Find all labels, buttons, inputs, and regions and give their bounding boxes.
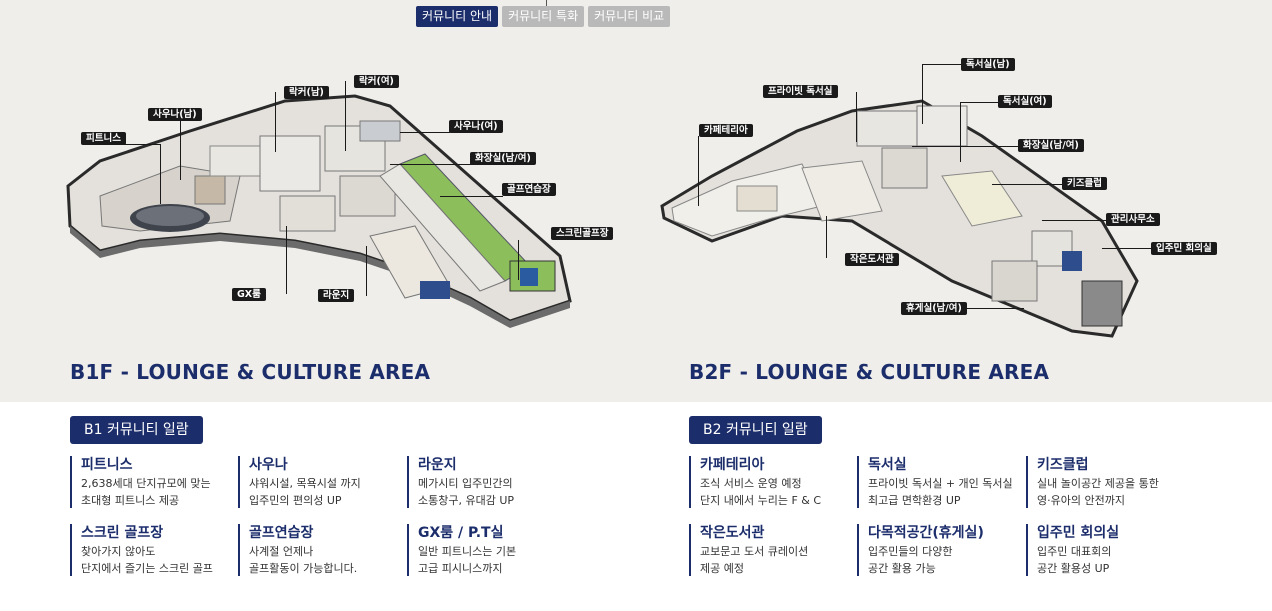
b2-feature-item: 작은도서관 교보문고 도서 큐레이션 제공 예정: [689, 524, 849, 576]
feature-desc-line: 실내 놀이공간 제공을 통한: [1037, 477, 1159, 490]
b1-floor-title: B1F - LOUNGE & CULTURE AREA: [70, 360, 431, 384]
label-golf-practice: 골프연습장: [502, 183, 556, 196]
b2-kids-club: [941, 170, 1023, 227]
tab-community-compare[interactable]: 커뮤니티 비교: [588, 6, 671, 27]
label-fitness: 피트니스: [81, 132, 126, 145]
label-screen-golf: 스크린골프장: [551, 227, 614, 240]
label-rest-room: 휴게실(남/여): [901, 302, 967, 315]
b2-feature-item: 입주민 회의실 입주민 대표회의 공간 활용성 UP: [1026, 524, 1186, 576]
b1-lounge: [369, 225, 451, 299]
tab-community-special[interactable]: 커뮤니티 특화: [502, 6, 585, 27]
b2-library: [801, 160, 883, 222]
b1-floorplan: 피트니스 사우나(남) 락커(남) 락커(여) 사우나(여) 화장실(남/여) …: [40, 36, 640, 346]
feature-desc-line: 제공 예정: [700, 562, 744, 575]
feature-title: 카페테리아: [700, 457, 765, 473]
feature-desc-line: 메가시티 입주민간의: [418, 477, 513, 490]
feature-desc-line: 초대형 피트니스 제공: [81, 494, 180, 507]
feature-title: 피트니스: [81, 457, 133, 473]
b1-feature-item: 사우나 샤워시설, 목욕시설 까지 입주민의 편의성 UP: [238, 456, 398, 508]
feature-desc-line: 일반 피트니스는 기본: [418, 545, 517, 558]
b1-summary-badge: B1 커뮤니티 일람: [70, 416, 203, 444]
feature-desc-line: 소통창구, 유대감 UP: [418, 494, 515, 507]
feature-desc-line: 입주민들의 다양한: [868, 545, 953, 558]
tab-bar: 커뮤니티 안내 커뮤니티 특화 커뮤니티 비교: [416, 6, 671, 27]
tab-community-info[interactable]: 커뮤니티 안내: [416, 6, 499, 27]
feature-desc-line: 2,638세대 단지규모에 맞는: [81, 477, 211, 490]
b1-fitness-zone: [99, 145, 261, 232]
label-locker-female: 락커(여): [354, 75, 399, 88]
feature-title: 작은도서관: [700, 525, 765, 541]
b1-feature-item: 스크린 골프장 찾아가지 않아도 단지에서 즐기는 스크린 골프: [70, 524, 230, 576]
feature-desc-line: 최고급 면학환경 UP: [868, 494, 961, 507]
label-locker-male: 락커(남): [284, 86, 329, 99]
b1-feature-item: 골프연습장 사계절 언제나 골프활동이 가능합니다.: [238, 524, 398, 576]
feature-desc-line: 프라이빗 독서실 + 개인 독서실: [868, 477, 1013, 490]
feature-desc-line: 교보문고 도서 큐레이션: [700, 545, 809, 558]
feature-desc-line: 입주민의 편의성 UP: [249, 494, 342, 507]
feature-title: GX룸 / P.T실: [418, 525, 504, 541]
feature-desc-line: 사계절 언제나: [249, 545, 314, 558]
label-sauna-male: 사우나(남): [148, 108, 202, 121]
tab-connector-line: [546, 0, 547, 6]
feature-desc-line: 공간 활용성 UP: [1037, 562, 1110, 575]
feature-desc-line: 단지 내에서 누리는 F & C: [700, 494, 822, 507]
feature-desc-line: 골프활동이 가능합니다.: [249, 562, 358, 575]
b2-cafeteria: [671, 163, 823, 237]
feature-title: 독서실: [868, 457, 907, 473]
feature-desc-line: 샤워시설, 목욕시설 까지: [249, 477, 361, 490]
b2-office: [1031, 230, 1082, 271]
label-library: 작은도서관: [845, 253, 899, 266]
feature-desc-line: 찾아가지 않아도: [81, 545, 156, 558]
label-restroom-b2: 화장실(남/여): [1018, 139, 1084, 152]
b1-feature-item: 라운지 메가시티 입주민간의 소통창구, 유대감 UP: [407, 456, 567, 508]
b2-feature-item: 카페테리아 조식 서비스 운영 예정 단지 내에서 누리는 F & C: [689, 456, 849, 508]
b2-rest-rooms: [991, 260, 1123, 327]
feature-title: 키즈클럽: [1037, 457, 1089, 473]
label-cafeteria: 카페테리아: [699, 124, 753, 137]
b2-feature-item: 다목적공간(휴게실) 입주민들의 다양한 공간 활용 가능: [857, 524, 1017, 576]
b2-feature-item: 독서실 프라이빗 독서실 + 개인 독서실 최고급 면학환경 UP: [857, 456, 1017, 508]
label-private-reading: 프라이빗 독서실: [763, 85, 838, 98]
b2-floorplan-drawing: [660, 99, 1139, 338]
b1-feature-item: 피트니스 2,638세대 단지규모에 맞는 초대형 피트니스 제공: [70, 456, 230, 508]
feature-desc-line: 단지에서 즐기는 스크린 골프: [81, 562, 213, 575]
feature-title: 라운지: [418, 457, 457, 473]
label-office: 관리사무소: [1106, 213, 1160, 226]
label-sauna-female: 사우나(여): [449, 120, 503, 133]
feature-title: 다목적공간(휴게실): [868, 525, 984, 541]
feature-title: 스크린 골프장: [81, 525, 164, 541]
b2-floor-title: B2F - LOUNGE & CULTURE AREA: [689, 360, 1050, 384]
b2-feature-item: 키즈클럽 실내 놀이공간 제공을 통한 영·유아의 안전까지: [1026, 456, 1186, 508]
b1-rooms-block: [259, 120, 401, 232]
feature-desc-line: 고급 피시니스까지: [418, 562, 503, 575]
b1-floorplan-drawing: [66, 94, 572, 328]
label-reading-male: 독서실(남): [961, 58, 1015, 71]
label-restroom-b1: 화장실(남/여): [470, 152, 536, 165]
feature-desc-line: 조식 서비스 운영 예정: [700, 477, 802, 490]
b1-screen-golf: [509, 260, 556, 292]
b1-feature-item: GX룸 / P.T실 일반 피트니스는 기본 고급 피시니스까지: [407, 524, 567, 576]
feature-desc-line: 공간 활용 가능: [868, 562, 936, 575]
feature-title: 입주민 회의실: [1037, 525, 1120, 541]
feature-title: 사우나: [249, 457, 288, 473]
b2-reading-rooms: [856, 105, 968, 189]
label-gx-room: GX룸: [232, 288, 266, 301]
label-kids-club: 키즈클럽: [1062, 177, 1107, 190]
feature-desc-line: 영·유아의 안전까지: [1037, 494, 1125, 507]
label-reading-female: 독서실(여): [998, 95, 1052, 108]
feature-desc-line: 입주민 대표회의: [1037, 545, 1112, 558]
feature-title: 골프연습장: [249, 525, 314, 541]
label-lounge: 라운지: [318, 289, 355, 302]
b2-floorplan: 독서실(남) 프라이빗 독서실 독서실(여) 카페테리아 화장실(남/여) 키즈…: [652, 36, 1227, 346]
b2-summary-badge: B2 커뮤니티 일람: [689, 416, 822, 444]
label-meeting-room: 입주민 회의실: [1151, 242, 1217, 255]
